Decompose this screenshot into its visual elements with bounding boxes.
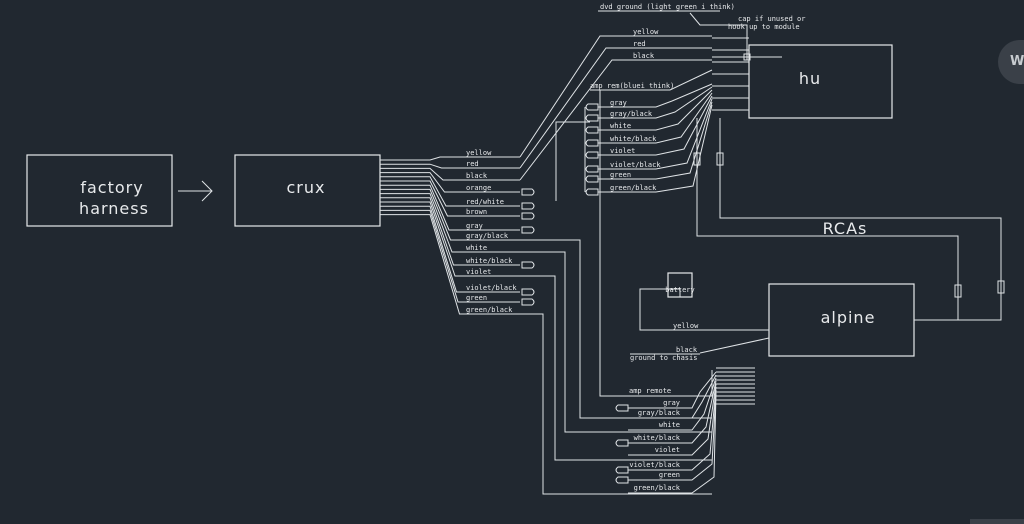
hu-connector-pins <box>712 37 749 111</box>
amp-speaker-label: gray/black <box>638 409 681 417</box>
hu-power-label: yellow <box>633 28 659 36</box>
alpine-label: alpine <box>821 308 876 327</box>
arrow-right-icon <box>178 180 213 202</box>
hu-speaker-label: violet <box>610 147 635 155</box>
factory-label: factory <box>80 178 143 197</box>
bullet-connector <box>521 261 535 269</box>
alpine-yellow-label: yellow <box>673 322 699 330</box>
dvd-ground-note: dvd ground (light green i think) <box>600 3 735 11</box>
hu-box <box>748 44 893 119</box>
bullet-connector <box>585 175 599 183</box>
crux-wire-label: red <box>466 160 479 168</box>
harness-label: harness <box>79 199 149 218</box>
bullet-connector <box>585 126 599 134</box>
hu-wire-group: yellow red black amp rem(bluei think) gray gr… <box>584 28 713 196</box>
hu-speaker-label: white/black <box>610 135 657 143</box>
crux-wire-label: orange <box>466 184 491 192</box>
amp-speaker-label: violet <box>655 446 680 454</box>
ground-label: ground to chasis <box>630 354 697 362</box>
crux-wire-label: violet/black <box>466 284 517 292</box>
cap-note-line2: hook up to module <box>728 23 800 31</box>
amp-remote-label: amp remote <box>629 387 671 395</box>
bullet-connector <box>615 439 629 447</box>
hu-power-label: black <box>633 52 655 60</box>
amp-speaker-label: green <box>659 471 680 479</box>
crux-label: crux <box>287 178 326 197</box>
bullet-connector <box>615 466 629 474</box>
crux-wire-label: black <box>466 172 488 180</box>
crux-wire-label: green/black <box>466 306 513 314</box>
hu-speaker-label: green/black <box>610 184 657 192</box>
bullet-connector <box>585 103 599 111</box>
bullet-connector <box>585 188 599 196</box>
bullet-connector <box>521 212 535 220</box>
bullet-connector <box>585 139 599 147</box>
crux-box <box>234 154 381 227</box>
hu-remote-label: amp rem(bluei think) <box>590 82 674 90</box>
crux-wire-label: gray <box>466 222 483 230</box>
hu-label: hu <box>799 69 821 88</box>
amp-speaker-label: gray <box>663 399 680 407</box>
rca-cables <box>693 118 1005 321</box>
bullet-connector <box>585 114 599 122</box>
hu-speaker-label: white <box>610 122 631 130</box>
bullet-connector <box>521 202 535 210</box>
bullet-connector <box>521 298 535 306</box>
amp-wire-group: amp remote gray gray/black white white/black… <box>599 90 755 494</box>
amp-speaker-label: white/black <box>634 434 681 442</box>
amp-speaker-label: green/black <box>634 484 681 492</box>
bullet-connector <box>585 165 599 173</box>
amp-speaker-label: violet/black <box>629 461 680 469</box>
cap-note-line1: cap if unused or <box>738 15 805 23</box>
rcas-label: RCAs <box>823 219 868 238</box>
crux-wire-label: green <box>466 294 487 302</box>
amp-speaker-label: white <box>659 421 680 429</box>
crux-wire-group: yellow red black orange red/white brown gray gr… <box>380 35 712 495</box>
bullet-connector <box>521 288 535 296</box>
hu-speaker-label: green <box>610 171 631 179</box>
hu-speaker-label: gray <box>610 99 627 107</box>
crux-wire-label: white <box>466 244 487 252</box>
hu-speaker-label: gray/black <box>610 110 653 118</box>
bottom-scrollbar[interactable] <box>970 519 1024 524</box>
crux-wire-label: violet <box>466 268 491 276</box>
crux-wire-label: gray/black <box>466 232 509 240</box>
hu-power-label: red <box>633 40 646 48</box>
crux-wire-label: yellow <box>466 149 492 157</box>
hu-speaker-label: violet/black <box>610 161 661 169</box>
bullet-connector <box>521 226 535 234</box>
crux-wire-label: brown <box>466 208 487 216</box>
bullet-connector <box>521 188 535 196</box>
bullet-connector <box>615 476 629 484</box>
crux-wire-label: red/white <box>466 198 504 206</box>
bullet-connector <box>585 151 599 159</box>
factory-harness-box <box>26 154 173 227</box>
bullet-connector <box>615 404 629 412</box>
crux-wire-label: white/black <box>466 257 513 265</box>
alpine-black-label: black <box>676 346 698 354</box>
